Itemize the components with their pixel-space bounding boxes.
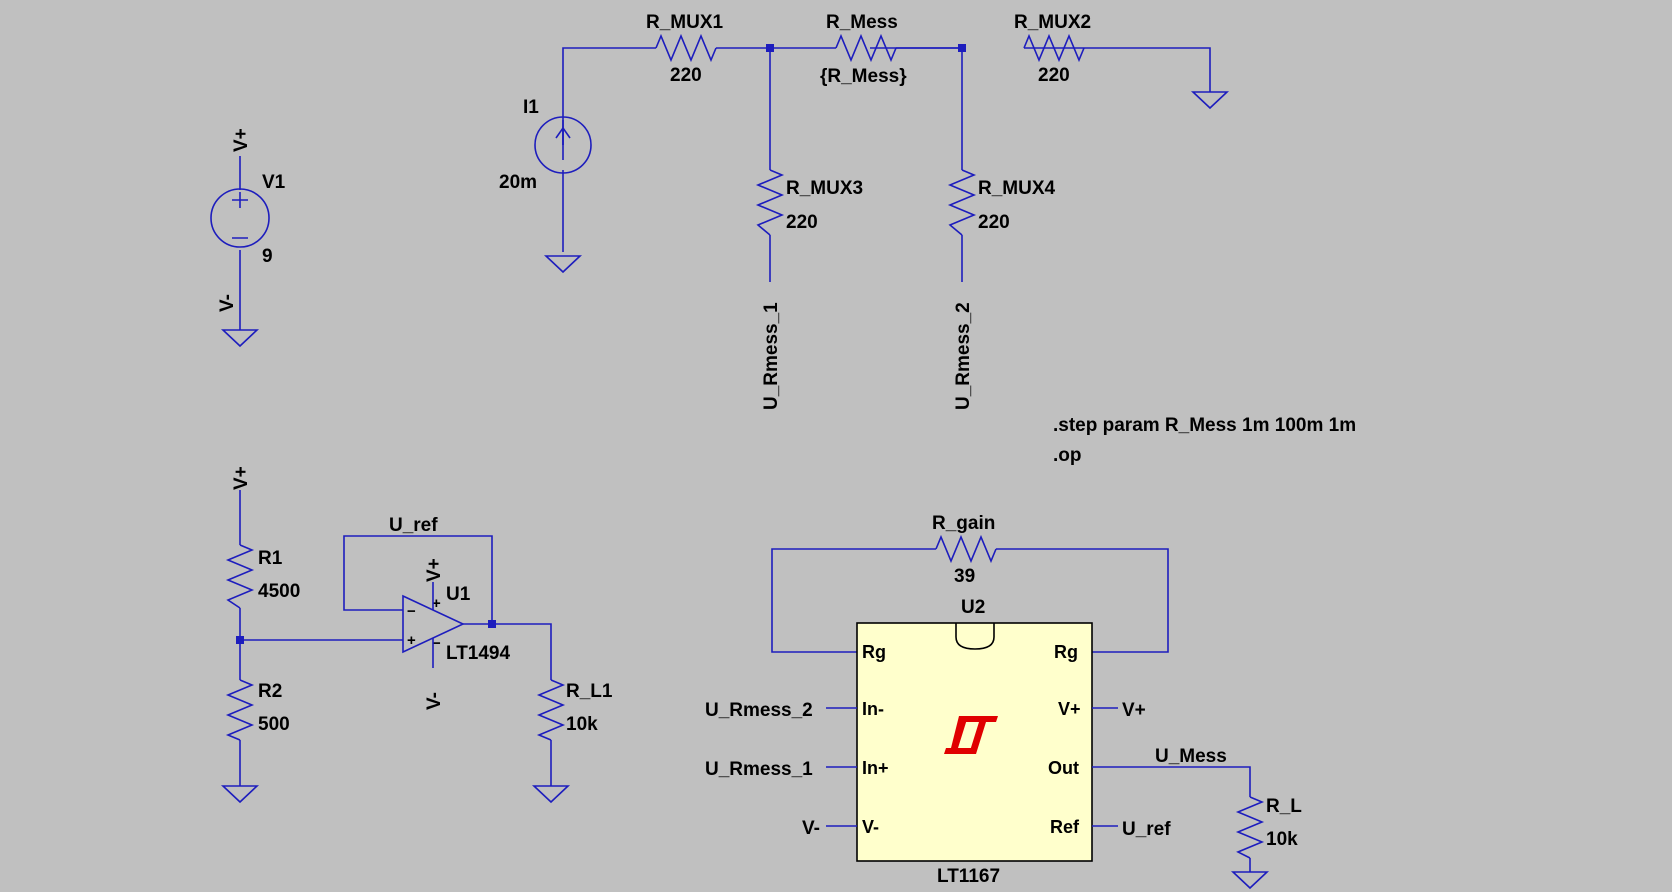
r-mux1-resistor	[655, 33, 717, 63]
lt-logo	[944, 716, 998, 754]
r-gain-name: R_gain	[932, 513, 995, 534]
r1-value: 4500	[258, 581, 300, 602]
current-source-i1	[534, 116, 592, 174]
junction-node	[766, 44, 774, 52]
r-gain-resistor	[935, 534, 997, 564]
ground-symbol	[1230, 871, 1270, 890]
pin-v-minus: V-	[862, 817, 879, 837]
ground-symbol	[220, 329, 260, 348]
v1-value: 9	[262, 246, 273, 267]
step-directive: .step param R_Mess 1m 100m 1m	[1053, 415, 1356, 436]
net-label-vplus-output: V+	[1122, 700, 1146, 721]
supply-v1: V+ V- V1 9	[210, 128, 286, 348]
pin-rg-left: Rg	[862, 642, 886, 662]
net-label-vminus: V-	[424, 692, 445, 710]
opamp-vminus-sign: −	[432, 635, 441, 652]
net-label-u-rmess-2: U_Rmess_2	[953, 302, 974, 410]
r-mux2-value: 220	[1038, 65, 1070, 86]
r-mux4-resistor	[947, 169, 977, 236]
r-mux4-value: 220	[978, 212, 1010, 233]
net-label-u-ref: U_ref	[389, 515, 438, 536]
r-l1-value: 10k	[566, 714, 598, 735]
opamp-vplus-sign: +	[432, 595, 441, 612]
r-l1-resistor	[536, 679, 566, 741]
r-mess-value: {R_Mess}	[820, 66, 907, 87]
net-label-u-rmess-2-input: U_Rmess_2	[705, 700, 813, 721]
net-label-u-mess: U_Mess	[1155, 746, 1227, 767]
ground-symbol	[531, 785, 571, 804]
r2-value: 500	[258, 714, 290, 735]
ground-symbol	[543, 255, 583, 274]
net-label-u-ref-output: U_ref	[1122, 819, 1171, 840]
v1-name: V1	[262, 172, 286, 193]
pin-out: Out	[1048, 758, 1079, 778]
r1-name: R1	[258, 548, 283, 569]
opamp-plus-sign: +	[407, 632, 416, 649]
r-l-resistor	[1235, 796, 1265, 859]
junction-node	[958, 44, 966, 52]
r-l-name: R_L	[1266, 796, 1302, 817]
u2-name: U2	[961, 597, 985, 618]
r-mess-name: R_Mess	[826, 12, 898, 33]
junction-node	[488, 620, 496, 628]
ground-symbol	[220, 785, 260, 804]
r-l-value: 10k	[1266, 829, 1298, 850]
net-label-u-rmess-1-input: U_Rmess_1	[705, 759, 813, 780]
pin-ref: Ref	[1050, 817, 1080, 837]
r-mux1-value: 220	[670, 65, 702, 86]
r2-name: R2	[258, 681, 282, 702]
r-mux3-value: 220	[786, 212, 818, 233]
r-mux2-name: R_MUX2	[1014, 12, 1091, 33]
net-label-vplus: V+	[231, 128, 252, 152]
i1-name: I1	[523, 97, 539, 118]
net-label-vminus: V-	[217, 294, 238, 312]
u2-value: LT1167	[937, 866, 1000, 887]
spice-directives: .step param R_Mess 1m 100m 1m .op	[1053, 415, 1356, 466]
r1-resistor	[225, 544, 255, 609]
r-mess-resistor	[835, 33, 897, 63]
reference-buffer: − + + − V+ V+ V- U_ref R1 4500 R2 500 U1…	[220, 466, 613, 804]
r-mux1-name: R_MUX1	[646, 12, 724, 33]
net-label-vplus: V+	[424, 558, 445, 582]
r-mux4-name: R_MUX4	[978, 178, 1056, 199]
measurement-network: R_MUX1 220 R_Mess {R_Mess} R_MUX2 220 R_…	[499, 12, 1230, 410]
u1-name: U1	[446, 584, 471, 605]
u2-notch	[955, 623, 995, 650]
pin-in-plus: In+	[862, 758, 889, 778]
r-mux3-name: R_MUX3	[786, 178, 863, 199]
pin-v-plus: V+	[1058, 699, 1081, 719]
ground-symbol	[1190, 91, 1230, 110]
op-directive: .op	[1053, 445, 1082, 466]
net-label-u-rmess-1: U_Rmess_1	[761, 302, 782, 410]
pin-rg-right: Rg	[1054, 642, 1078, 662]
i1-value: 20m	[499, 172, 537, 193]
pin-in-minus: In-	[862, 699, 884, 719]
r-l1-name: R_L1	[566, 681, 613, 702]
instrumentation-amp: Rg Rg In- In+ V- V+ Out Ref U_Rmess_2 U_…	[705, 513, 1302, 890]
net-label-vminus-input: V-	[802, 818, 820, 839]
r-gain-value: 39	[954, 566, 975, 587]
opamp-minus-sign: −	[407, 603, 416, 620]
r-mux2-resistor	[1023, 33, 1085, 63]
u1-value: LT1494	[446, 643, 511, 664]
r2-resistor	[225, 679, 255, 741]
r-mux3-resistor	[755, 169, 785, 236]
net-label-vplus: V+	[231, 466, 252, 490]
